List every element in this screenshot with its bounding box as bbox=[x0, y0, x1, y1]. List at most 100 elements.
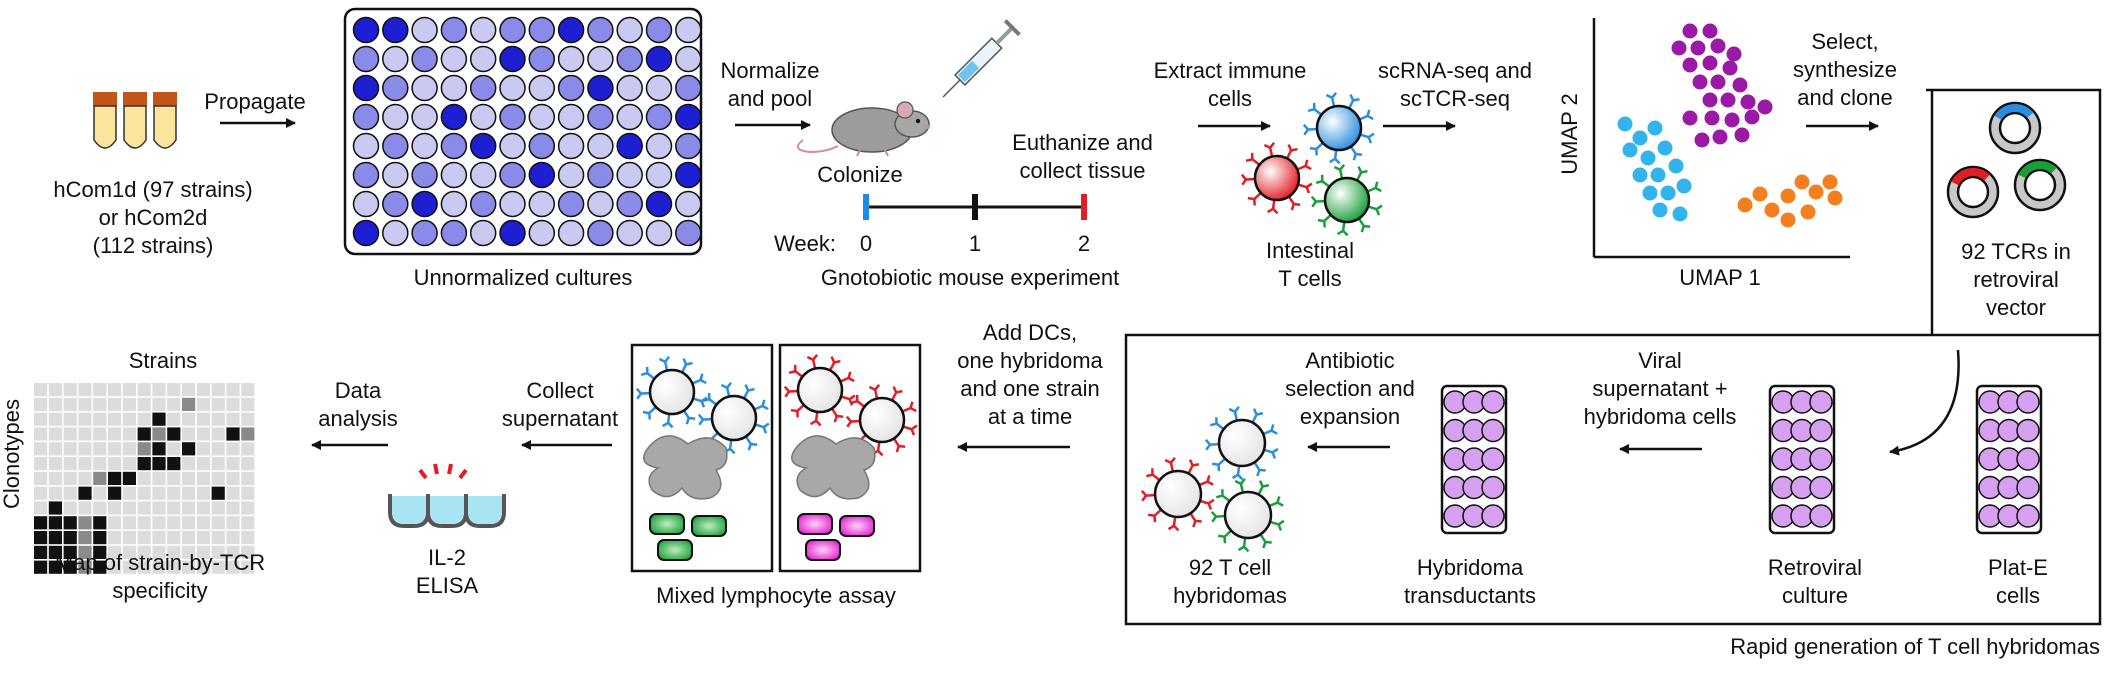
t-cell-body bbox=[1153, 469, 1203, 519]
map-label: Map of strain-by-TCR specificity bbox=[20, 549, 300, 605]
plate-well bbox=[528, 132, 556, 160]
week-1-label: 1 bbox=[968, 231, 982, 256]
t-cell-body bbox=[858, 396, 906, 444]
heatmap-cell bbox=[78, 486, 92, 500]
antibiotic-line-1: Antibiotic bbox=[1305, 348, 1395, 373]
heatmap-cell bbox=[78, 442, 92, 456]
plate-well bbox=[469, 132, 497, 160]
plate-well bbox=[382, 219, 409, 247]
heatmap-cell bbox=[122, 412, 136, 426]
plate-well bbox=[469, 190, 497, 218]
umap-point-cyan bbox=[1676, 178, 1692, 194]
tcrs-label: 92 TCRs in retroviral vector bbox=[1932, 238, 2100, 322]
heatmap-cell bbox=[78, 545, 92, 559]
heatmap-cell bbox=[122, 457, 136, 471]
heatmap-cell bbox=[137, 383, 151, 397]
plate-well bbox=[499, 190, 526, 218]
plate-well bbox=[411, 132, 438, 160]
heatmap-cell bbox=[182, 427, 196, 441]
heatmap-cell bbox=[226, 427, 240, 441]
umap-point-cyan bbox=[1642, 185, 1658, 201]
euthanize-line-2: collect tissue bbox=[1019, 158, 1146, 183]
umap-plot bbox=[1592, 18, 1850, 259]
plate-well bbox=[557, 103, 585, 131]
heatmap-cell bbox=[93, 383, 107, 397]
heatmap-cell bbox=[48, 471, 62, 485]
heatmap-cell bbox=[122, 397, 136, 411]
heatmap-cell bbox=[137, 442, 151, 456]
heatmap-cell bbox=[93, 531, 107, 545]
heatmap-cell bbox=[34, 412, 48, 426]
heatmap-cell bbox=[78, 560, 92, 574]
plate-well bbox=[587, 16, 614, 44]
t-cell-icon bbox=[1210, 478, 1285, 553]
plate-well bbox=[616, 16, 643, 44]
heatmap-cell bbox=[152, 412, 166, 426]
heatmap-cell bbox=[241, 397, 255, 411]
heatmap-cell bbox=[241, 427, 255, 441]
heatmap-cell bbox=[167, 545, 181, 559]
il2-line-2: ELISA bbox=[415, 573, 479, 598]
heatmap-cell bbox=[63, 457, 77, 471]
t-cell-icon bbox=[697, 381, 770, 455]
plate-well bbox=[587, 132, 614, 160]
heatmap-cell bbox=[122, 427, 136, 441]
heatmap-cell bbox=[226, 457, 240, 471]
heatmap-cell bbox=[167, 412, 181, 426]
plasmid-hole bbox=[1998, 111, 2032, 145]
heatmap-cell bbox=[226, 560, 240, 574]
plasmid-insert bbox=[1994, 104, 2034, 121]
heatmap-cell bbox=[226, 516, 240, 530]
plate-well bbox=[382, 45, 409, 73]
plate-well bbox=[645, 161, 673, 189]
heatmap-cell bbox=[196, 516, 210, 530]
heatmap-cell bbox=[108, 457, 122, 471]
umap-point-purple bbox=[1694, 132, 1710, 148]
plate-well bbox=[382, 74, 409, 102]
heatmap-cell bbox=[182, 397, 196, 411]
t-cell-body bbox=[710, 394, 758, 442]
heatmap-cell bbox=[211, 412, 225, 426]
plate-well bbox=[352, 74, 380, 102]
heatmap-cell bbox=[167, 501, 181, 515]
tcrs-line-2: retroviral bbox=[1973, 267, 2059, 292]
heatmap-cell bbox=[152, 486, 166, 500]
heatmap-cell bbox=[48, 516, 62, 530]
plate-well bbox=[675, 190, 702, 218]
heatmap-cell bbox=[196, 560, 210, 574]
heatmap-cell bbox=[93, 516, 107, 530]
heatmap-cell bbox=[196, 545, 210, 559]
plate-well bbox=[469, 103, 497, 131]
plate-well bbox=[645, 74, 673, 102]
heatmap-cell bbox=[167, 471, 181, 485]
plate-well bbox=[2016, 504, 2040, 528]
heatmap-cell bbox=[78, 471, 92, 485]
plate-well bbox=[557, 219, 585, 247]
select-box-outline bbox=[1926, 88, 2102, 335]
plasmid-insert bbox=[1951, 168, 1990, 186]
plate-well bbox=[352, 219, 380, 247]
umap-point-cyan bbox=[1640, 150, 1656, 166]
plate-e-label: Plat-E cells bbox=[1958, 554, 2078, 610]
umap-point-cyan bbox=[1632, 130, 1648, 146]
heatmap-cell bbox=[182, 531, 196, 545]
heatmap-cell bbox=[63, 471, 77, 485]
select-label: Select, synthesize and clone bbox=[1775, 28, 1915, 112]
t-cell-body bbox=[796, 366, 844, 414]
heatmap-cell bbox=[211, 397, 225, 411]
plate-well bbox=[616, 132, 643, 160]
plate-well bbox=[528, 190, 556, 218]
plate-well bbox=[587, 161, 614, 189]
heatmap-cell bbox=[48, 397, 62, 411]
heatmap-cell bbox=[196, 442, 210, 456]
plate-well bbox=[1481, 475, 1505, 500]
heatmap-cell bbox=[78, 501, 92, 515]
heatmap-cell bbox=[108, 516, 122, 530]
plate-well bbox=[616, 103, 643, 131]
umap-point-purple bbox=[1671, 40, 1687, 56]
plate-well bbox=[528, 45, 556, 73]
plate-well bbox=[469, 16, 497, 44]
heatmap-cell bbox=[182, 471, 196, 485]
heatmap-cell bbox=[108, 486, 122, 500]
umap-point-purple bbox=[1702, 55, 1718, 71]
